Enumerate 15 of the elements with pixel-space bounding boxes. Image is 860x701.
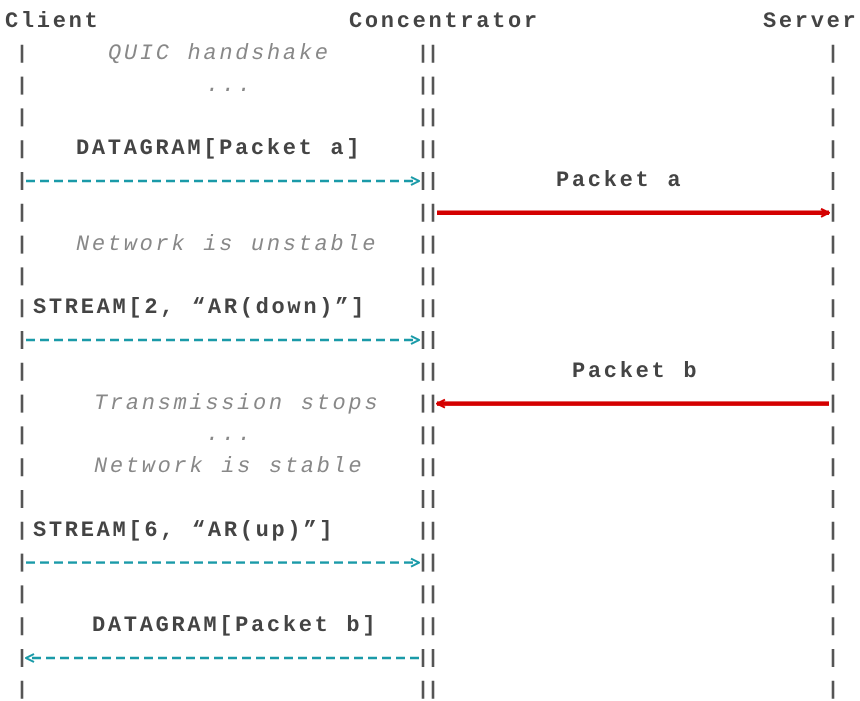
note-text: ...	[206, 422, 254, 448]
note-text: Transmission stops	[94, 390, 380, 417]
note-text: Network is unstable	[76, 232, 378, 258]
participant-label: Client	[5, 9, 100, 35]
arrow	[25, 653, 419, 663]
arrow	[26, 335, 420, 345]
arrow	[26, 558, 420, 568]
arrow	[436, 398, 829, 409]
arrow	[437, 208, 830, 218]
note-text: Network is stable	[94, 454, 364, 480]
participant-label: Concentrator	[349, 9, 540, 35]
participant-label: Server	[763, 9, 858, 35]
note-text: ...	[206, 72, 254, 99]
note-text: QUIC handshake	[108, 40, 331, 67]
arrow	[26, 176, 420, 186]
